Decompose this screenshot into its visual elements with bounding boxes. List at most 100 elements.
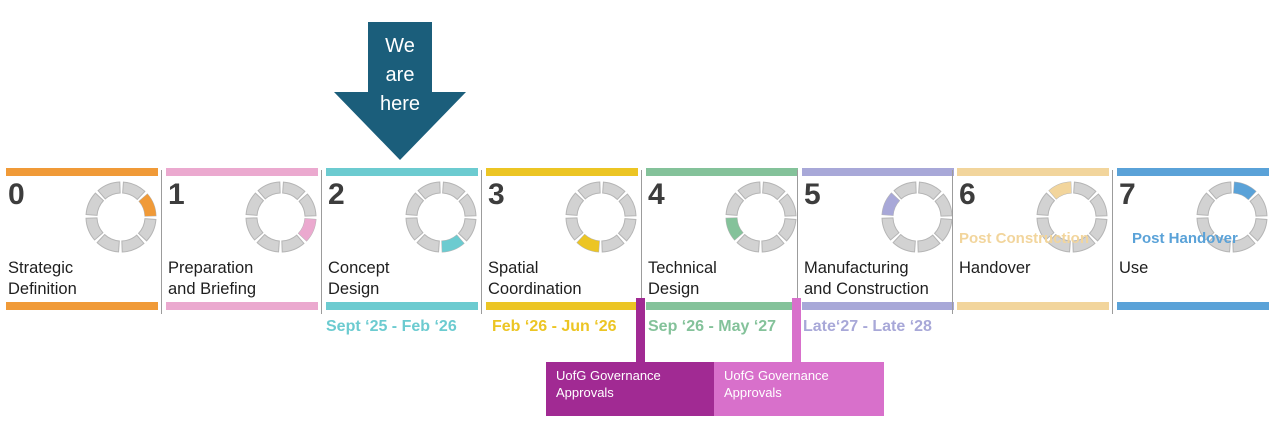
cycle-segment [618,193,637,217]
stage-title: Concept Design [328,258,389,300]
stage-bottom-bar [1117,302,1269,310]
cycle-active-segment [882,193,900,216]
cycle-segment [565,192,585,216]
stage-top-bar [646,168,798,176]
cycle-segment [602,181,626,201]
stage-title: Strategic Definition [8,258,77,300]
stage-1-card: 1 Preparation and Briefing [166,168,318,310]
stage-bottom-bar [6,302,158,310]
stage-title-line: Concept [328,259,390,277]
we-are-here-label: We are here [334,32,466,119]
stage-bottom-bar [802,302,954,310]
stage-bottom-bar [486,302,638,310]
stage-5-card: 5 Manufacturing and Construction [802,168,954,310]
stage-bottom-bar [166,302,318,310]
cycle-active-segment [298,218,316,241]
governance-line: UofG Governance [724,368,829,383]
governance-line: UofG Governance [556,368,661,383]
stage-number: 6 [959,178,976,211]
progress-cycle-icon [564,180,638,259]
stage-title: Spatial Coordination [488,258,582,300]
cycle-segment [881,217,900,241]
date-range-stage-2: Sept ‘25 - Feb ‘26 [326,318,457,335]
stage-number: 4 [648,178,665,211]
cycle-segment [892,233,916,253]
cycle-segment [736,233,760,253]
cycle-segment [245,217,264,241]
stage-number: 5 [804,178,821,211]
cycle-segment [96,233,120,253]
cycle-segment [1089,193,1108,217]
cycle-segment [442,181,466,201]
cycle-ring-icon [1196,181,1268,253]
cycle-active-segment [1049,182,1072,199]
cycle-segment [85,192,105,216]
cycle-segment [417,181,441,200]
stage-top-bar [957,168,1109,176]
date-range-stage-4: Sep ‘26 - May ‘27 [648,318,777,335]
cycle-segment [416,233,440,253]
cycle-segment [893,181,917,200]
cycle-ring-icon [245,181,317,253]
governance-approvals-box: UofG Governance Approvals [546,362,715,416]
cycle-segment [1036,217,1055,241]
cycle-segment [762,181,786,201]
cycle-segment [1207,233,1231,253]
cycle-ring-icon [565,181,637,253]
cycle-segment [1232,234,1256,253]
governance-line: Approvals [724,385,782,400]
cycle-segment [1248,218,1268,242]
cycle-active-segment [139,194,156,217]
stage-title-line: Definition [8,280,77,298]
stage-title-line: Preparation [168,259,254,277]
cycle-segment [1088,218,1108,242]
stage-number: 3 [488,178,505,211]
progress-cycle-icon [1035,180,1109,259]
cycle-segment [577,181,601,200]
cycle-segment [85,217,104,241]
cycle-segment [256,233,280,253]
stage-7-card: 7 Post Handover Use [1117,168,1269,310]
cycle-segment [1208,181,1232,200]
progress-cycle-icon [84,180,158,259]
down-arrow-icon [334,22,466,160]
cycle-segment [245,192,265,216]
stage-bottom-bar [646,302,798,310]
cycle-segment [1036,192,1056,216]
governance-connector [792,298,801,364]
cycle-segment [282,181,306,201]
stage-top-bar [166,168,318,176]
stage-title-line: Strategic [8,259,74,277]
stage-6-card: 6 Post Construction Handover [957,168,1109,310]
cycle-segment [934,193,953,217]
cycle-segment [601,234,625,253]
cycle-ring-icon [85,181,157,253]
stage-4-card: 4 Technical Design [646,168,798,310]
progress-cycle-icon [244,180,318,259]
cycle-segment [918,181,942,201]
cycle-segment [933,218,953,242]
stage-number: 2 [328,178,345,211]
stage-divider [321,170,322,314]
progress-cycle-icon [724,180,798,259]
stage-top-bar [1117,168,1269,176]
cycle-ring-icon [1036,181,1108,253]
stage-top-bar [486,168,638,176]
cycle-segment [761,234,785,253]
marker-line: We [385,35,415,57]
date-range-stage-5: Late‘27 - Late ‘28 [803,318,932,335]
stage-title: Technical Design [648,258,717,300]
stage-title: Use [1119,258,1148,279]
stage-title-line: Coordination [488,280,582,298]
marker-line: here [379,93,421,115]
cycle-segment [565,217,584,241]
cycle-segment [405,192,425,216]
cycle-ring-icon [725,181,797,253]
cycle-ring-icon [881,181,953,253]
progress-cycle-icon [1195,180,1269,259]
cycle-segment [917,234,941,253]
cycle-segment [405,217,424,241]
progress-cycle-icon [404,180,478,259]
we-are-here-arrow: We are here [334,22,466,160]
stage-overlay-label: Post Handover [1132,230,1238,247]
